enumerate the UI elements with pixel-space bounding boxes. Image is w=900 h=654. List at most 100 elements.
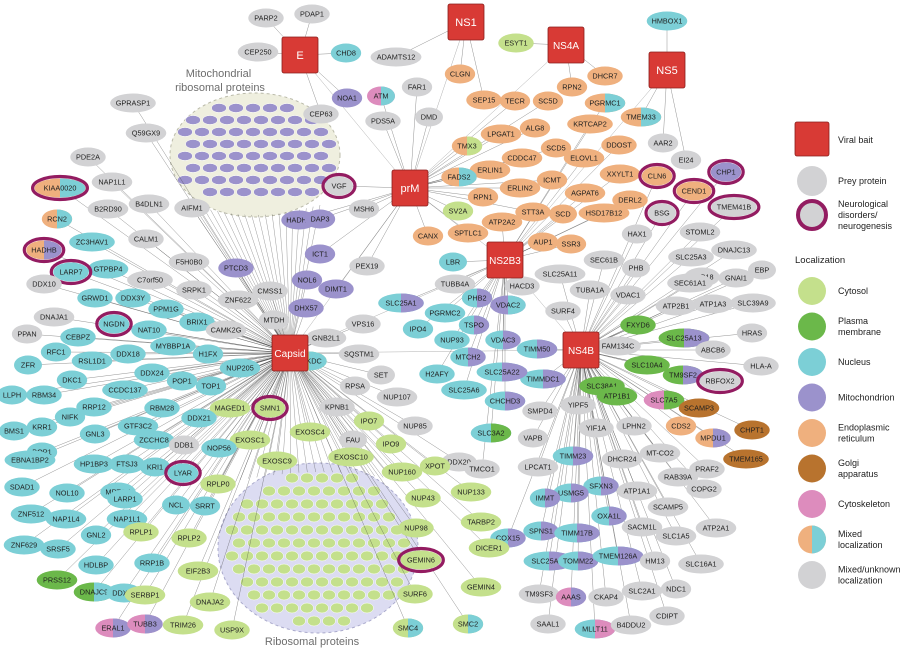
node-fxyd6[interactable]: FXYD6 [620,315,656,335]
node-phb2[interactable]: PHB2 [461,288,493,308]
node-mtdh[interactable]: MTDH [258,310,290,330]
node-pdap1[interactable]: PDAP1 [294,4,330,24]
node-cmss1[interactable]: CMSS1 [252,281,288,301]
node-hsd17b12[interactable]: HSD17B12 [578,203,630,223]
node-surf4[interactable]: SURF4 [545,301,581,321]
node-nup43[interactable]: NUP43 [405,488,441,508]
node-rbm28[interactable]: RBM28 [144,398,180,418]
node-ipo9[interactable]: IPO9 [375,434,407,454]
node-nap1l1[interactable]: NAP1L1 [91,172,133,192]
node-ddost[interactable]: DDOST [601,135,637,155]
node-rab39a[interactable]: RAB39A [657,467,699,487]
node-tomm22[interactable]: TOMM22 [557,551,599,571]
node-calm1[interactable]: CALM1 [128,229,164,249]
node-gnai1[interactable]: GNAI1 [718,268,754,288]
node-pds5a[interactable]: PDS5A [365,111,401,131]
node-srrt[interactable]: SRRT [189,496,221,516]
node-exosc4[interactable]: EXOSC4 [289,422,331,442]
node-icmt[interactable]: ICMT [536,170,568,190]
node-vdac1[interactable]: VDAC1 [610,285,646,305]
node-rpsa[interactable]: RPSA [339,376,371,396]
node-chp1[interactable]: CHP1 [707,158,745,186]
node-hax1[interactable]: HAX1 [621,224,653,244]
node-gnl2[interactable]: GNL2 [80,525,112,545]
node-nup133[interactable]: NUP133 [450,482,492,502]
node-top1[interactable]: TOP1 [195,376,227,396]
node-dnaja2[interactable]: DNAJA2 [189,592,231,612]
node-vdac2[interactable]: VDAC2 [490,295,526,315]
node-krr1[interactable]: KRR1 [26,417,58,437]
node-bms1[interactable]: BMS1 [0,421,30,441]
node-nifk[interactable]: NIFK [54,407,86,427]
node-yif1a[interactable]: YIF1A [578,418,614,438]
node-znf512[interactable]: ZNF512 [10,504,52,524]
node-vps16[interactable]: VPS16 [345,314,381,334]
node-dap3[interactable]: DAP3 [304,209,336,229]
node-slc2a1[interactable]: SLC2A1 [621,581,663,601]
node-h1fx[interactable]: H1FX [192,344,224,364]
node-ipo7[interactable]: IPO7 [353,411,385,431]
node-smc4[interactable]: SMC4 [392,618,424,638]
node-kpnb1[interactable]: KPNB1 [319,397,355,417]
bait-ns2b3[interactable]: NS2B3 [486,241,524,279]
node-phb[interactable]: PHB [622,258,650,278]
node-cddc47[interactable]: CDDC47 [501,148,543,168]
node-scamp5[interactable]: SCAMP5 [647,497,689,517]
node-brix1[interactable]: BRIX1 [179,312,215,332]
node-slc25a11[interactable]: SLC25A11 [534,264,586,284]
node-dnajc13[interactable]: DNAJC13 [711,240,757,260]
node-tspo[interactable]: TSPO [458,315,490,335]
node-dhx57[interactable]: DHX57 [288,298,324,318]
node-gprasp1[interactable]: GPRASP1 [110,93,156,113]
node-cln6[interactable]: CLN6 [638,162,676,190]
node-tm9sf3[interactable]: TM9SF3 [518,584,560,604]
node-dkc1[interactable]: DKC1 [56,370,88,390]
node-b4ddu2[interactable]: B4DDU2 [610,615,652,635]
node-hla-a[interactable]: HLA-A [743,356,779,376]
node-erlin1[interactable]: ERLIN1 [469,160,511,180]
node-ebna1bp2[interactable]: EBNA1BP2 [4,450,56,470]
node-fads2[interactable]: FADS2 [441,167,477,187]
node-gemin4[interactable]: GEMIN4 [460,577,502,597]
bait-ns1[interactable]: NS1 [447,3,485,41]
node-maged1[interactable]: MAGED1 [209,398,251,418]
node-sc5d[interactable]: SC5D [532,91,564,111]
node-lyar[interactable]: LYAR [164,459,202,487]
node-exosc9[interactable]: EXOSC9 [256,451,298,471]
node-sep15[interactable]: SEP15 [466,90,502,110]
node-tubb4a[interactable]: TUBB4A [434,274,476,294]
node-ptcd3[interactable]: PTCD3 [218,258,254,278]
node-atm[interactable]: ATM [367,86,395,106]
node-scd[interactable]: SCD [549,204,577,224]
node-tarbp2[interactable]: TARBP2 [460,512,502,532]
node-rpn1[interactable]: RPN1 [467,187,499,207]
node-praf2[interactable]: PRAF2 [689,459,725,479]
node-atp1a3[interactable]: ATP1A3 [692,294,734,314]
node-xpot[interactable]: XPOT [419,456,451,476]
node-surf6[interactable]: SURF6 [397,584,433,604]
node-znf622[interactable]: ZNF622 [217,290,259,310]
node-atp1a1[interactable]: ATP1A1 [616,481,658,501]
node-cep63[interactable]: CEP63 [303,104,339,124]
node-kiaa0020[interactable]: KIAA0020 [30,174,89,202]
node-sv2a[interactable]: SV2A [442,201,474,221]
node-slc25a3[interactable]: SLC25A3 [668,247,714,267]
node-atp2a2[interactable]: ATP2A2 [481,212,523,232]
bait-capsid[interactable]: Capsid [271,334,309,372]
node-c7orf50[interactable]: C7orf50 [127,270,173,290]
node-msh6[interactable]: MSH6 [348,199,380,219]
node-gtf3c2[interactable]: GTF3C2 [117,416,159,436]
node-aifm1[interactable]: AIFM1 [174,198,210,218]
bait-ns4b[interactable]: NS4B [562,331,600,369]
node-xxylt1[interactable]: XXYLT1 [599,164,641,184]
node-vdac3[interactable]: VDAC3 [485,330,521,350]
node-hadhb[interactable]: HADHB [22,236,66,264]
node-dimt1[interactable]: DIMT1 [318,279,354,299]
node-larp7[interactable]: LARP7 [49,258,93,286]
node-nap1l4[interactable]: NAP1L4 [45,509,87,529]
node-pex19[interactable]: PEX19 [349,256,385,276]
node-zfr[interactable]: ZFR [14,355,42,375]
node-rplp2[interactable]: RPLP2 [171,528,207,548]
node-mtch2[interactable]: MTCH2 [450,347,486,367]
node-hras[interactable]: HRAS [736,323,768,343]
